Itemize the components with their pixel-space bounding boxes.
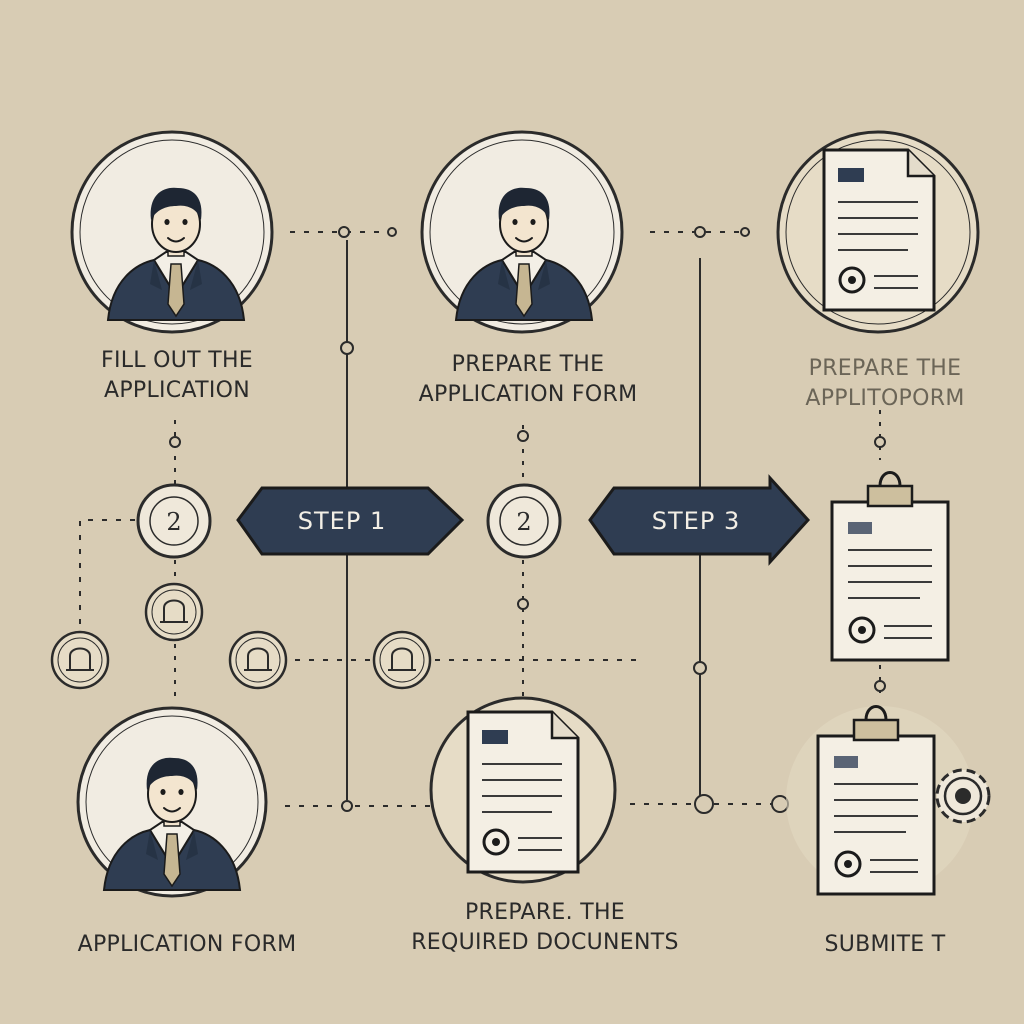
label-prepare-right: PREPARE THE APPLITOPORM [805,356,965,411]
clipboard-bottom-right [786,705,991,896]
badge-middle: 2 [486,483,562,559]
small-icon-circle [144,582,204,642]
document-circle-bottom-middle [429,696,617,884]
badge-left: 2 [136,483,212,559]
step-3-arrow: STEP 3 [588,474,811,566]
step-1-arrow: STEP 1 [236,486,465,556]
clipboard-icon [816,705,936,896]
step-3-label: STEP 3 [652,507,740,535]
person-circle-bottom-left [76,706,268,898]
document-icon [822,148,936,312]
badge-middle-number: 2 [516,508,531,536]
document-icon [466,710,580,874]
person-circle-top-left [70,130,274,334]
small-icon-circle [50,630,110,690]
small-icon-circle [372,630,432,690]
clipboard-icon [830,471,950,662]
label-prepare-docs: PREPARE. THE REQUIRED DOCUNENTS [411,900,679,955]
person-circle-top-middle [420,130,624,334]
label-fill-out: FILL OUT THE APPLICATION [101,348,253,403]
label-submit: SUBMITE T [824,932,946,957]
gear-icon [935,768,991,824]
document-circle-top-right [776,130,980,334]
label-application-form: APPLICATION FORM [77,932,297,957]
small-icon-circle [228,630,288,690]
label-prepare-form: PREPARE THE APPLICATION FORM [418,352,638,407]
step-1-label: STEP 1 [298,507,386,535]
badge-left-number: 2 [166,508,181,536]
